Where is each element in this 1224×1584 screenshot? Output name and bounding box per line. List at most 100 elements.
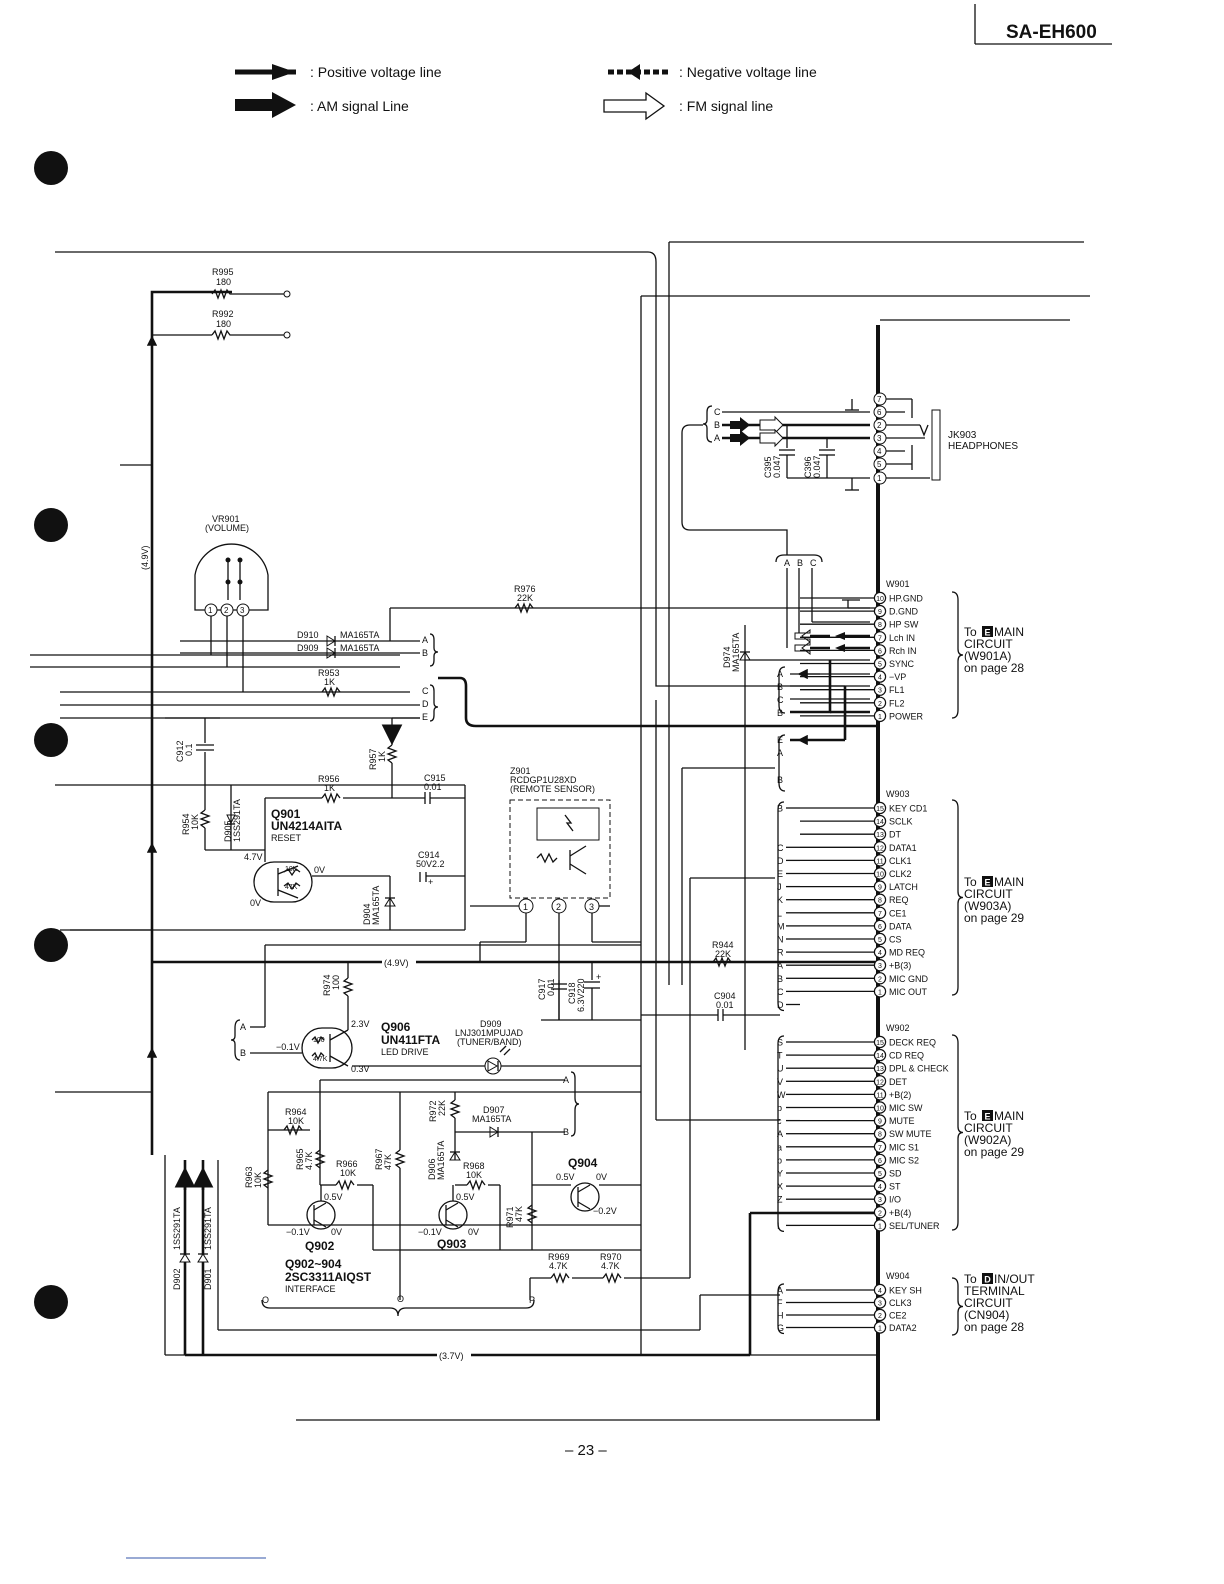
legend-negative-voltage: : Negative voltage line	[679, 64, 817, 80]
pin-label: REQ	[889, 895, 909, 905]
led-d909: D909 LNJ301MPUJAD (TUNER/BAND)	[352, 1019, 641, 1075]
svg-text:4.7K: 4.7K	[304, 1151, 314, 1170]
pin-source-letter: A	[777, 961, 783, 971]
svg-text:R972: R972	[428, 1100, 438, 1122]
svg-text:Q902: Q902	[305, 1239, 335, 1253]
pin-number: 1	[878, 1223, 882, 1230]
svg-text:B: B	[714, 420, 720, 430]
circuit-page: on page 28	[964, 1320, 1024, 1334]
pin-label: CE2	[889, 1311, 907, 1321]
pin-label: DATA1	[889, 843, 917, 853]
resistor-r944: R944 22K	[712, 940, 734, 968]
pin-source-letter: E	[777, 869, 783, 879]
capacitor-c396: C396 0.047	[803, 438, 835, 478]
svg-text:D907: D907	[483, 1105, 505, 1115]
circuit-page: on page 29	[964, 1145, 1024, 1159]
pin-label: +B(4)	[889, 1208, 911, 1218]
svg-text:4.7V: 4.7V	[244, 852, 263, 862]
svg-text:R965: R965	[295, 1148, 305, 1170]
legend-fm-signal: : FM signal line	[679, 98, 773, 114]
pin-label: I/O	[889, 1195, 901, 1205]
binder-hole-3	[34, 723, 68, 757]
svg-text:To: To	[964, 625, 977, 639]
connector-pin	[873, 1308, 887, 1322]
pin-label: MIC S1	[889, 1142, 919, 1152]
svg-text:2.3V: 2.3V	[351, 1019, 370, 1029]
svg-text:B: B	[422, 648, 428, 658]
pin-number: 8	[878, 622, 882, 629]
capacitor-c917: C917 0.01	[537, 978, 567, 1020]
pin-number: 12	[876, 845, 884, 852]
resistor-r969: R969 4.7K	[548, 1252, 570, 1284]
voltage-label-4-9v-vertical: (4.9V)	[140, 545, 150, 570]
svg-text:0.5V: 0.5V	[456, 1192, 475, 1202]
svg-text:D910: D910	[297, 630, 319, 640]
connector-pin	[873, 1035, 887, 1049]
connector-pin	[873, 1296, 887, 1309]
svg-text:B: B	[777, 682, 783, 692]
connector-name: W904	[886, 1271, 910, 1281]
pin-source-letter: K	[777, 895, 783, 905]
svg-text:O: O	[397, 1294, 404, 1304]
pin-number: 14	[876, 819, 884, 826]
pin-label: HP.GND	[889, 594, 923, 604]
connector-pin	[873, 1321, 887, 1334]
svg-text:+: +	[428, 877, 433, 887]
pin-number: 1	[878, 1326, 882, 1333]
pin-source-letter: D	[777, 1000, 784, 1010]
connector-pin	[873, 972, 887, 985]
svg-text:Z901: Z901	[510, 766, 531, 776]
pin-number: 2	[878, 701, 882, 708]
pin-number: 11	[876, 1092, 883, 1099]
svg-text:R976: R976	[514, 584, 536, 594]
svg-text:100: 100	[331, 975, 341, 990]
resistor-r954: R954 10K	[181, 785, 211, 850]
svg-text:C915: C915	[424, 773, 446, 783]
svg-text:47K: 47K	[514, 1206, 524, 1222]
svg-text:(TUNER/BAND): (TUNER/BAND)	[457, 1037, 522, 1047]
connector-pin	[873, 841, 887, 854]
interface-section: A B R964 10K R965 4.7K R966 10K	[217, 877, 780, 1331]
pin-label: SEL/TUNER	[889, 1221, 940, 1231]
legend-am-signal: : AM signal Line	[310, 98, 409, 114]
pin-label: MIC OUT	[889, 987, 927, 997]
connector-pin	[873, 709, 887, 723]
svg-text:MA165TA: MA165TA	[340, 630, 379, 640]
pin-label: MIC SW	[889, 1103, 923, 1113]
pin-label: CS	[889, 935, 902, 945]
pin-source-letter: N	[777, 935, 784, 945]
svg-text:R969: R969	[548, 1252, 570, 1262]
pin-number: 4	[878, 675, 882, 682]
connector-pin	[873, 1114, 887, 1127]
pin-label: CE1	[889, 908, 907, 918]
resistor-r956: R956 1K	[265, 774, 425, 804]
svg-text:10K: 10K	[340, 1168, 356, 1178]
svg-text:3: 3	[240, 606, 245, 615]
svg-text:1: 1	[208, 606, 213, 615]
svg-text:C904: C904	[714, 991, 736, 1001]
svg-text:MA165TA: MA165TA	[731, 633, 741, 672]
svg-text:6.3V220: 6.3V220	[576, 978, 586, 1012]
svg-text:R954: R954	[181, 813, 191, 835]
svg-text:22K: 22K	[437, 1100, 447, 1116]
svg-text:R957: R957	[368, 748, 378, 770]
pin-label: SCLK	[889, 817, 913, 827]
pin-label: FL2	[889, 698, 905, 708]
capacitor-c912: C912 0.1	[165, 717, 220, 785]
resistor-r964: R964 10K	[283, 1107, 307, 1136]
svg-text:4.7K: 4.7K	[601, 1261, 620, 1271]
svg-text:C918: C918	[567, 982, 577, 1004]
svg-text:4: 4	[877, 447, 882, 456]
circuit-word-2: CIRCUIT	[964, 1296, 1013, 1310]
capacitor-c915: C915 0.01	[424, 773, 465, 804]
connector-pin	[873, 1166, 887, 1180]
legend-am-signal-icon	[235, 92, 296, 118]
svg-text:O: O	[262, 1295, 269, 1305]
transistor-q906: 100 4.7K Q906 UN411FTA LED DRIVE 2.3V −0…	[250, 1019, 440, 1074]
resistor-r963: R963 10K	[244, 1166, 274, 1189]
connector-pin	[873, 1192, 887, 1206]
pin-number: 1	[878, 989, 882, 996]
